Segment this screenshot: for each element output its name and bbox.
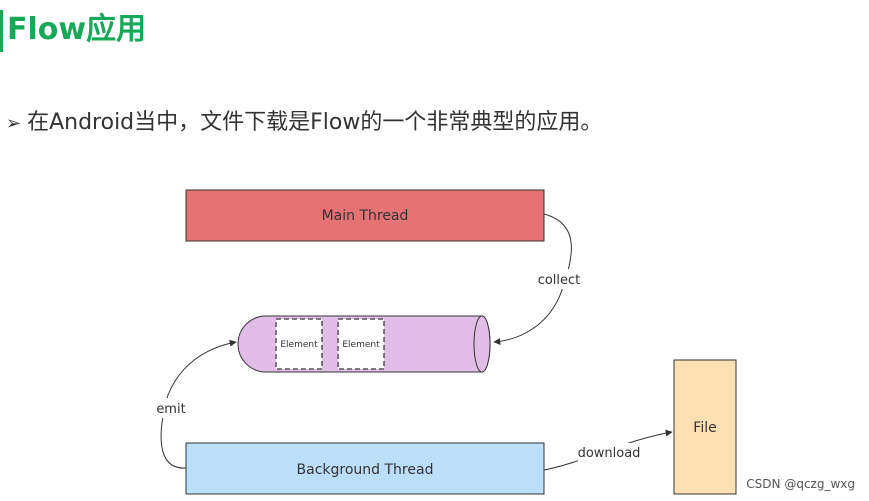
background-thread-node: Background Thread — [185, 442, 545, 495]
file-node: File — [673, 359, 737, 495]
page-title: Flow应用 — [7, 12, 147, 47]
element-box-1: Element — [275, 318, 323, 370]
csdn-watermark: CSDN @qczg_wxg — [746, 477, 855, 491]
emit-edge-label: emit — [156, 402, 185, 417]
bullet-text: 在Android当中，文件下载是Flow的一个非常典型的应用。 — [27, 110, 603, 135]
bullet-paragraph: ➢在Android当中，文件下载是Flow的一个非常典型的应用。 — [6, 108, 602, 139]
title-accent-bar — [0, 10, 3, 52]
element-2-label: Element — [342, 340, 380, 350]
download-edge-label: download — [578, 446, 641, 461]
emit-edge — [160, 339, 237, 469]
main-thread-node: Main Thread — [185, 189, 545, 242]
main-thread-label: Main Thread — [322, 208, 409, 224]
flow-pipe-node: Element Element — [237, 315, 491, 373]
collect-edge-label: collect — [538, 273, 581, 288]
element-box-2: Element — [337, 318, 385, 370]
element-1-label: Element — [280, 340, 318, 350]
file-label: File — [693, 420, 716, 436]
collect-edge — [493, 213, 572, 346]
background-thread-label: Background Thread — [297, 462, 434, 478]
bullet-arrow-icon: ➢ — [6, 113, 22, 134]
